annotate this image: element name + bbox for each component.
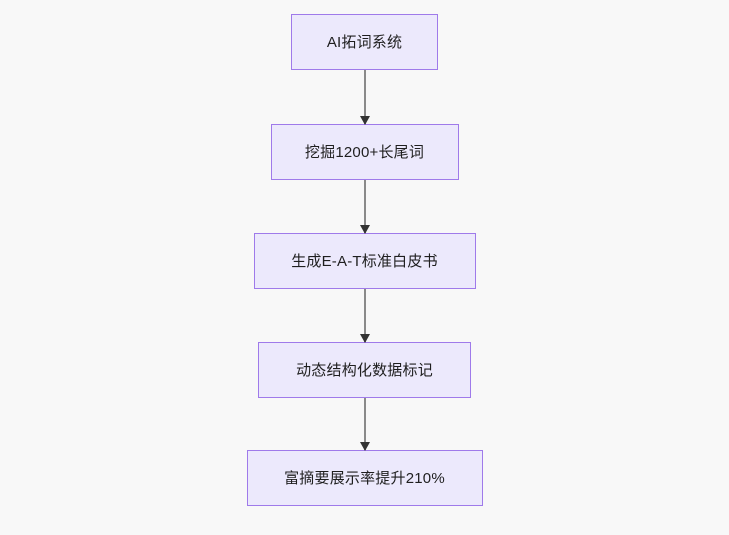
- flowchart-node-2[interactable]: 挖掘1200+长尾词: [270, 124, 459, 180]
- flowchart-edge-1-to-2: [359, 70, 370, 125]
- flowchart-node-1-label: AI拓词系统: [326, 33, 403, 51]
- flowchart-node-5-label: 富摘要展示率提升210%: [284, 469, 445, 487]
- flowchart-node-3-label: 生成E-A-T标准白皮书: [291, 252, 438, 270]
- flowchart-node-5[interactable]: 富摘要展示率提升210%: [246, 450, 483, 506]
- flowchart-node-2-label: 挖掘1200+长尾词: [304, 143, 425, 161]
- flowchart-node-4[interactable]: 动态结构化数据标记: [258, 342, 471, 398]
- arrow-down-icon: [359, 225, 370, 234]
- flowchart-node-4-label: 动态结构化数据标记: [296, 361, 433, 379]
- flowchart-node-1[interactable]: AI拓词系统: [291, 14, 438, 70]
- arrow-down-icon: [359, 334, 370, 343]
- flowchart-node-3[interactable]: 生成E-A-T标准白皮书: [253, 233, 476, 289]
- flowchart-edge-3-to-4: [359, 289, 370, 343]
- arrow-down-icon: [359, 116, 370, 125]
- arrow-down-icon: [359, 442, 370, 451]
- flowchart-edge-4-to-5: [359, 398, 370, 451]
- flowchart-edge-2-to-3: [359, 180, 370, 234]
